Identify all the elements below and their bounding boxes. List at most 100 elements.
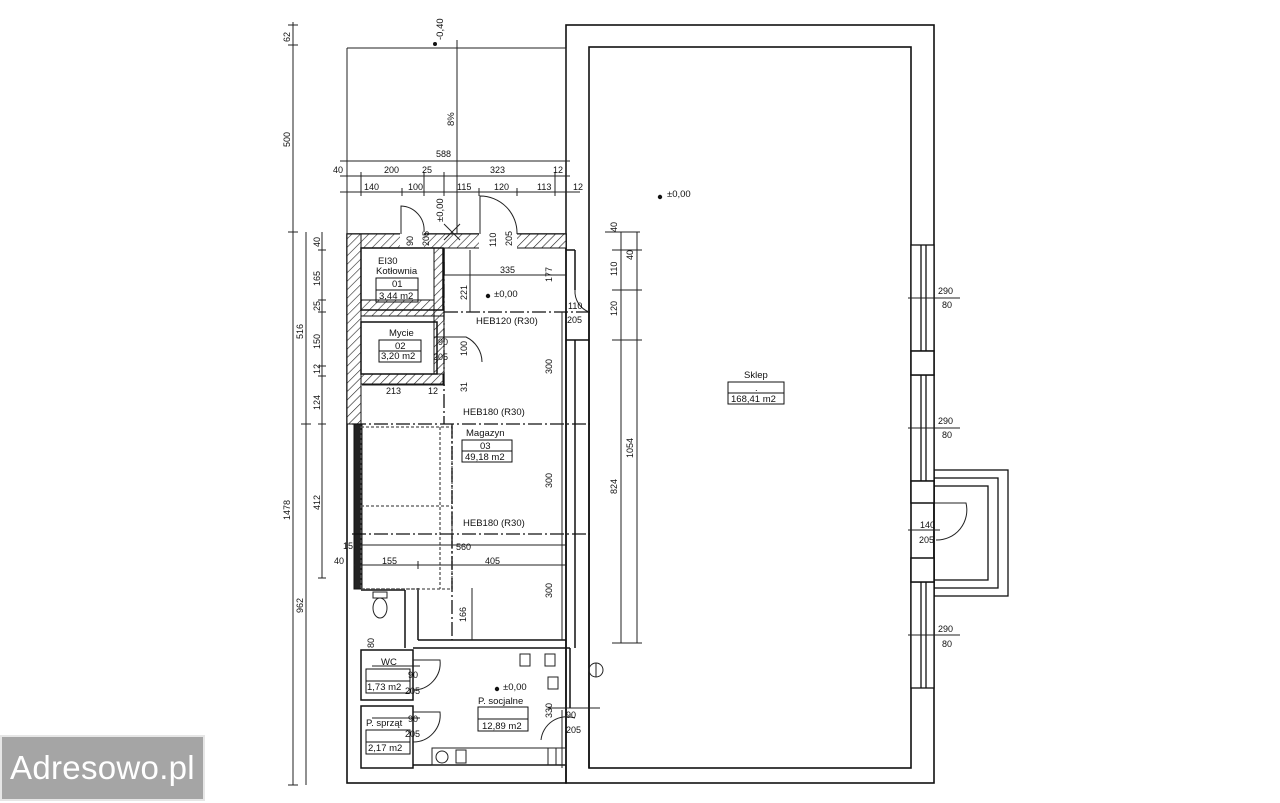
kitchen-unit: [431, 747, 567, 766]
svg-text:12: 12: [428, 386, 438, 396]
svg-text:62: 62: [282, 32, 292, 42]
exterior-walls: [346, 24, 935, 784]
room-area-kotlownia: 3,44 m2: [379, 291, 413, 302]
room-area-socjalne: 12,89 m2: [482, 721, 522, 732]
svg-text:205: 205: [405, 686, 420, 696]
room-area-sprzat: 2,17 m2: [368, 743, 402, 754]
level-label-social: ±0,00: [503, 682, 527, 693]
svg-text:205: 205: [405, 729, 420, 739]
slope-label: 8%: [446, 112, 457, 126]
hatched-walls: [346, 233, 567, 590]
svg-text:166: 166: [458, 607, 468, 622]
watermark-text: Adresowo.pl: [10, 749, 195, 786]
svg-text:15: 15: [343, 541, 353, 551]
svg-text:335: 335: [500, 265, 515, 275]
svg-text:1478: 1478: [282, 500, 292, 520]
watermark-badge: Adresowo.pl: [0, 735, 205, 801]
svg-text:300: 300: [544, 473, 554, 488]
svg-text:110: 110: [568, 301, 582, 311]
svg-text:12: 12: [573, 182, 583, 192]
svg-text:40: 40: [609, 222, 619, 232]
fixtures: [372, 591, 604, 766]
svg-text:205: 205: [421, 231, 431, 246]
dimension-texts: 62 500 516 1478 962 40 165 25 150 12 124…: [282, 32, 953, 739]
svg-text:213: 213: [386, 386, 401, 396]
svg-text:560: 560: [456, 542, 471, 552]
svg-text:200: 200: [384, 165, 399, 175]
level-label-shop: ±0,00: [667, 189, 691, 200]
room-name-magazyn: Magazyn: [466, 428, 505, 439]
plan-labels: EI30 HEB120 (R30) HEB180 (R30) HEB180 (R…: [378, 18, 691, 693]
svg-text:80: 80: [366, 638, 376, 648]
svg-text:80: 80: [942, 430, 952, 440]
svg-text:323: 323: [490, 165, 505, 175]
svg-text:205: 205: [433, 352, 448, 362]
svg-text:290: 290: [938, 416, 953, 426]
svg-text:221: 221: [459, 285, 469, 300]
svg-text:90: 90: [405, 236, 415, 246]
svg-text:120: 120: [609, 301, 619, 316]
svg-text:300: 300: [544, 359, 554, 374]
svg-text:124: 124: [312, 395, 322, 410]
room-name-kotlownia: Kotłownia: [376, 266, 418, 277]
level-label-ramp: -0,40: [435, 18, 446, 40]
svg-text:290: 290: [938, 286, 953, 296]
entrance-vestibule: [933, 469, 1009, 597]
room-name-mycie: Mycie: [389, 328, 414, 339]
room-label-boxes: [365, 277, 785, 755]
room-number-sklep: .: [755, 383, 758, 394]
beam-label-heb120: HEB120 (R30): [476, 316, 538, 327]
svg-text:40: 40: [625, 250, 635, 260]
room-name-sklep: Sklep: [744, 370, 768, 381]
svg-text:12: 12: [553, 165, 563, 175]
svg-text:113: 113: [537, 182, 551, 192]
room-number-magazyn: 03: [480, 441, 491, 452]
svg-text:205: 205: [567, 315, 582, 325]
svg-text:516: 516: [295, 324, 305, 339]
beam-label-heb180-b: HEB180 (R30): [463, 518, 525, 529]
svg-text:165: 165: [312, 271, 322, 286]
svg-text:80: 80: [942, 639, 952, 649]
svg-text:80: 80: [942, 300, 952, 310]
door-swings: [400, 195, 968, 743]
fire-rating-label: EI30: [378, 256, 398, 267]
svg-text:205: 205: [504, 231, 514, 246]
svg-text:110: 110: [488, 233, 498, 247]
svg-text:115: 115: [457, 182, 471, 192]
svg-text:90: 90: [566, 710, 576, 720]
svg-text:962: 962: [295, 598, 305, 613]
svg-text:177: 177: [544, 267, 554, 282]
level-label-entry: ±0,00: [435, 198, 446, 222]
beam-label-heb180-a: HEB180 (R30): [463, 407, 525, 418]
svg-text:1054: 1054: [625, 438, 635, 458]
svg-text:40: 40: [312, 237, 322, 247]
svg-text:155: 155: [382, 556, 397, 566]
svg-text:500: 500: [282, 132, 292, 147]
room-number-mycie: 02: [395, 341, 406, 352]
room-area-mycie: 3,20 m2: [381, 351, 415, 362]
room-area-sklep: 168,41 m2: [731, 394, 776, 405]
svg-text:90: 90: [438, 337, 448, 347]
room-name-socjalne: P. socjalne: [478, 696, 523, 707]
toilet: [372, 591, 388, 599]
level-label-corridor: ±0,00: [494, 289, 518, 300]
svg-text:31: 31: [459, 382, 469, 392]
room-area-magazyn: 49,18 m2: [465, 452, 505, 463]
windows: [910, 244, 935, 689]
room-name-sprzat: P. sprząt: [366, 718, 403, 729]
room-texts: Kotłownia 01 3,44 m2 Mycie 02 3,20 m2 Ma…: [366, 266, 776, 754]
svg-text:412: 412: [312, 495, 322, 510]
svg-text:140: 140: [920, 520, 935, 530]
room-number-kotlownia: 01: [392, 279, 403, 290]
level-markers: [433, 42, 663, 692]
svg-text:588: 588: [436, 149, 451, 159]
svg-text:824: 824: [609, 479, 619, 494]
svg-text:25: 25: [422, 165, 432, 175]
svg-text:110: 110: [609, 262, 619, 276]
dimension-lines: [288, 22, 960, 786]
svg-text:25: 25: [312, 301, 322, 311]
window-piers: [910, 350, 935, 583]
svg-text:300: 300: [544, 583, 554, 598]
svg-text:290: 290: [938, 624, 953, 634]
door-openings: [400, 232, 517, 250]
